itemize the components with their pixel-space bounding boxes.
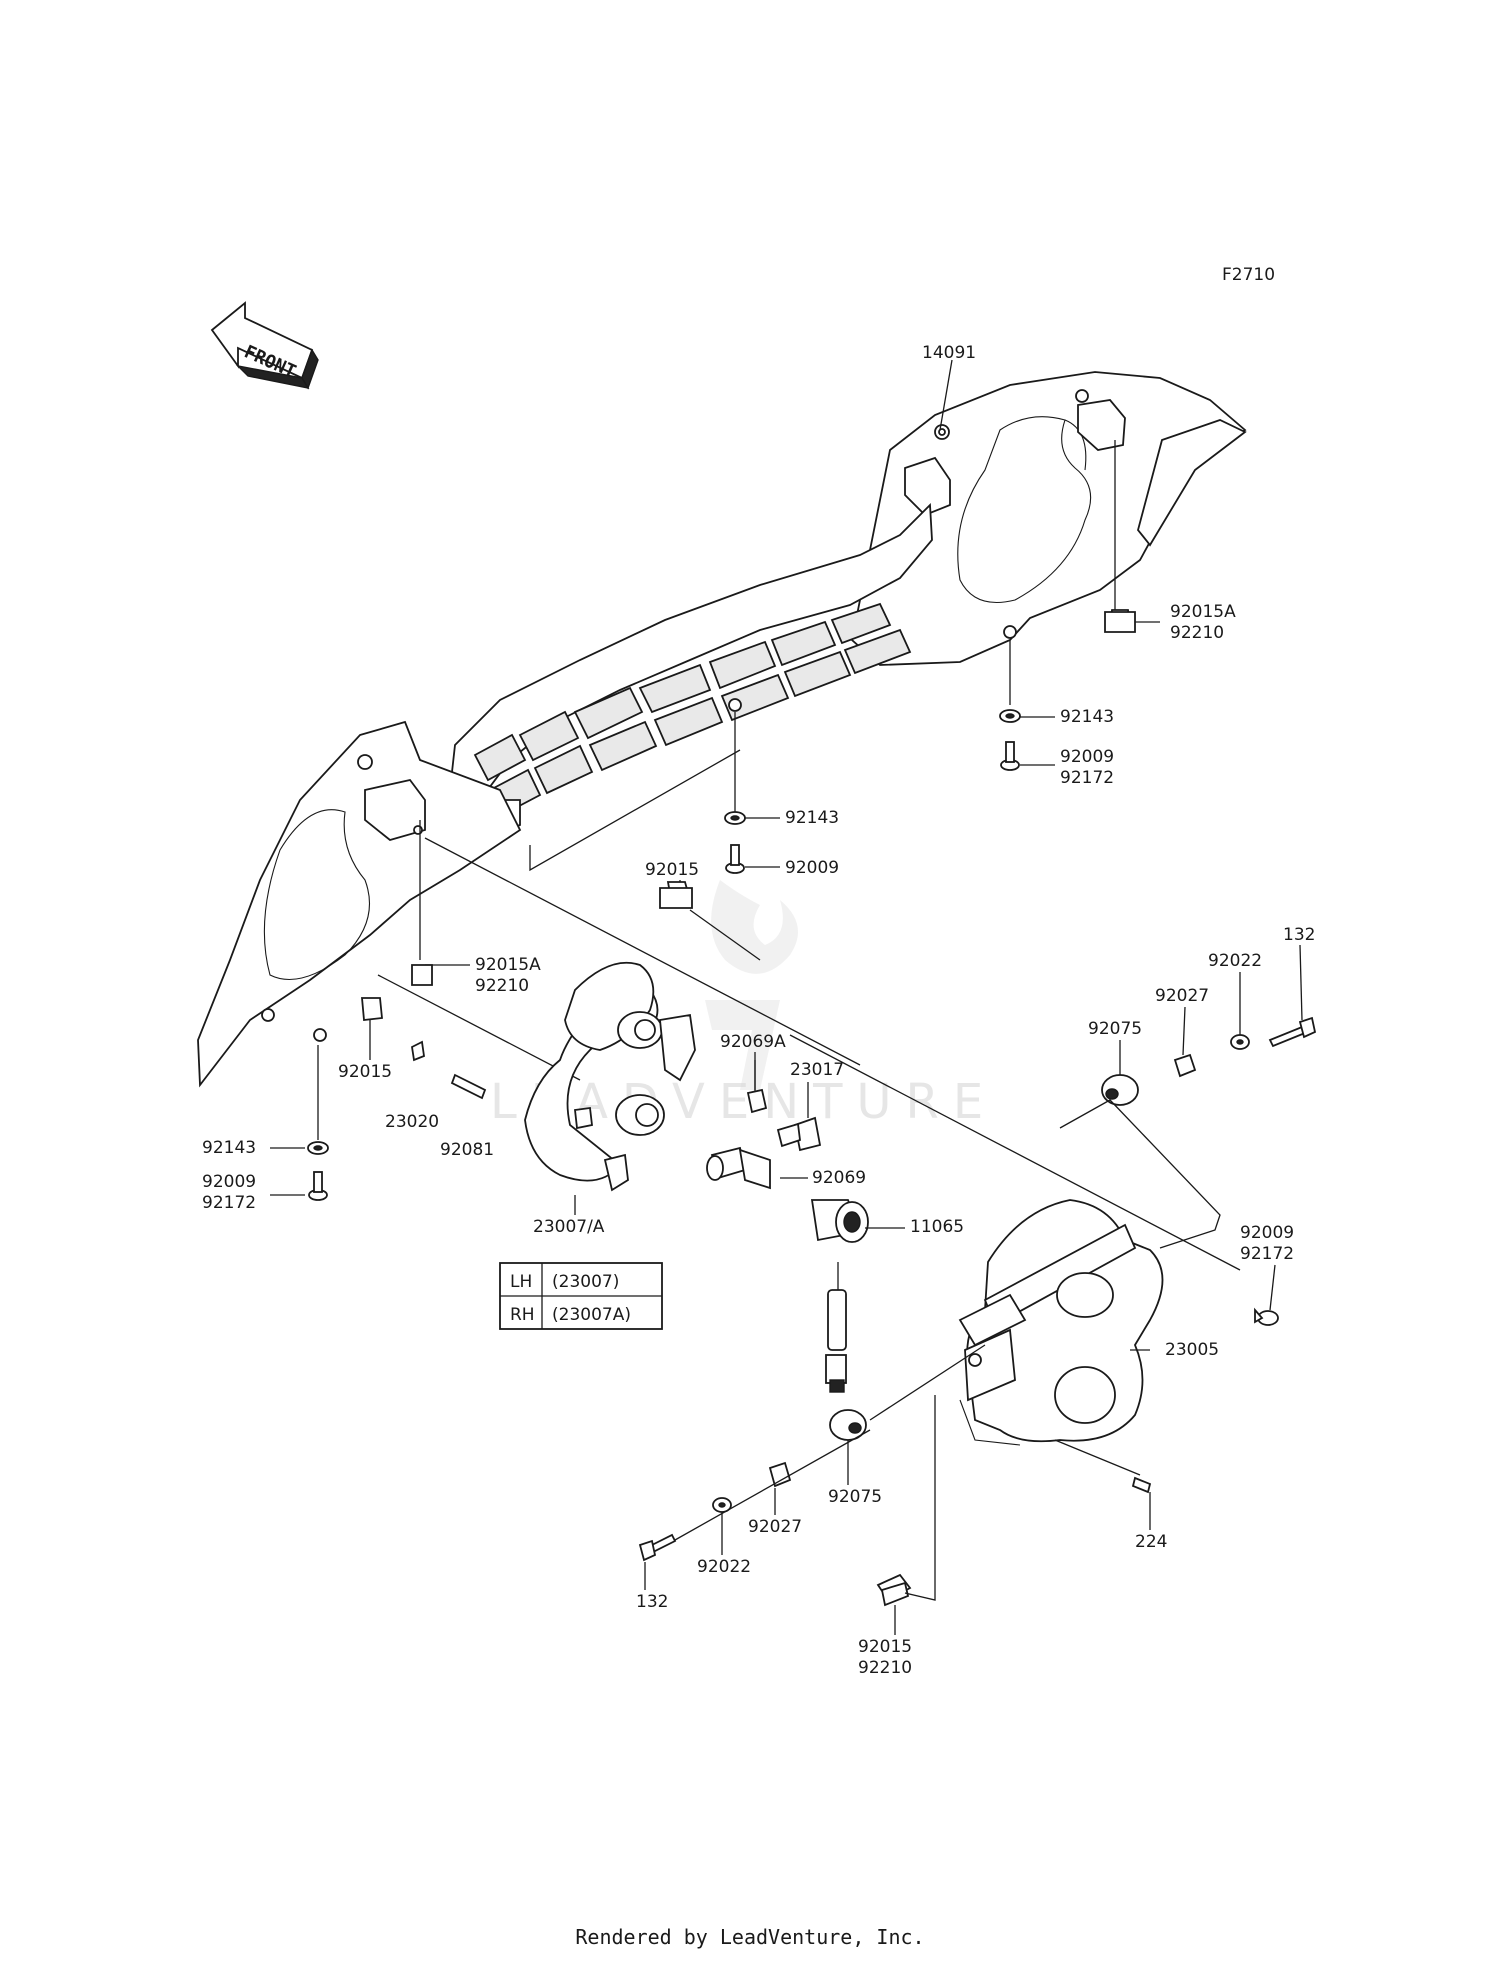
label-92172-left: 92172 bbox=[202, 1193, 256, 1213]
label-132-right: 132 bbox=[1283, 925, 1315, 945]
legend-side-rh: RH bbox=[510, 1305, 535, 1325]
label-92172-far-right: 92172 bbox=[1240, 1244, 1294, 1264]
legend-code-rh: (23007A) bbox=[552, 1305, 631, 1325]
legend-side-lh: LH bbox=[510, 1272, 532, 1292]
label-92015-left: 92015 bbox=[338, 1062, 392, 1082]
leader-lines-upper bbox=[270, 359, 1241, 1271]
label-92009-far-right: 92009 bbox=[1240, 1223, 1294, 1243]
part-labels: 14091 92015A 92210 92143 92009 92172 921… bbox=[202, 343, 1315, 1678]
label-92081: 92081 bbox=[440, 1140, 494, 1160]
headlight-unit-23007 bbox=[524, 961, 696, 1192]
label-92015A-left: 92015A bbox=[475, 955, 541, 975]
label-11065: 11065 bbox=[910, 1217, 964, 1237]
label-92022-bottom: 92022 bbox=[697, 1557, 751, 1577]
label-92143-left: 92143 bbox=[202, 1138, 256, 1158]
footer-credit: Rendered by LeadVenture, Inc. bbox=[575, 1925, 925, 1949]
label-92027-right: 92027 bbox=[1155, 986, 1209, 1006]
label-92210-bottom: 92210 bbox=[858, 1658, 912, 1678]
label-92075-right: 92075 bbox=[1088, 1019, 1142, 1039]
label-92069A: 92069A bbox=[720, 1032, 786, 1052]
lh-rh-legend bbox=[499, 1262, 663, 1330]
watermark-text: LEADVENTURE bbox=[490, 1074, 997, 1130]
label-92143-right: 92143 bbox=[1060, 707, 1114, 727]
headlight-housing-23005 bbox=[958, 1199, 1164, 1446]
label-92210-right: 92210 bbox=[1170, 623, 1224, 643]
label-92069: 92069 bbox=[812, 1168, 866, 1188]
fasteners-upper bbox=[307, 609, 1136, 1201]
bulb-and-socket-parts bbox=[706, 1088, 869, 1393]
label-92015A-right: 92015A bbox=[1170, 602, 1236, 622]
leader-lines-lower bbox=[574, 944, 1303, 1635]
label-14091: 14091 bbox=[922, 343, 976, 363]
label-92075-bottom: 92075 bbox=[828, 1487, 882, 1507]
label-92009-right: 92009 bbox=[1060, 747, 1114, 767]
figure-code: F2710 bbox=[1222, 265, 1275, 285]
label-132-bottom: 132 bbox=[636, 1592, 668, 1612]
headlight-cover-14091 bbox=[197, 371, 1247, 1088]
label-92143-center: 92143 bbox=[785, 808, 839, 828]
fasteners-bottom bbox=[638, 1344, 1152, 1607]
legend-code-lh: (23007) bbox=[552, 1272, 619, 1292]
label-23017: 23017 bbox=[790, 1060, 844, 1080]
label-92027-bottom: 92027 bbox=[748, 1517, 802, 1537]
label-92210-left: 92210 bbox=[475, 976, 529, 996]
front-arrow-icon: FRONT bbox=[210, 301, 319, 390]
watermark-logo bbox=[705, 880, 798, 1090]
label-92009-center: 92009 bbox=[785, 858, 839, 878]
label-224: 224 bbox=[1135, 1532, 1167, 1552]
label-92022-right: 92022 bbox=[1208, 951, 1262, 971]
label-23007A: 23007/A bbox=[533, 1217, 605, 1237]
label-92015-center: 92015 bbox=[645, 860, 699, 880]
label-92172-right: 92172 bbox=[1060, 768, 1114, 788]
label-92015-bottom: 92015 bbox=[858, 1637, 912, 1657]
label-92009-left: 92009 bbox=[202, 1172, 256, 1192]
label-23020: 23020 bbox=[385, 1112, 439, 1132]
fasteners-right bbox=[1059, 1016, 1317, 1326]
label-23005: 23005 bbox=[1165, 1340, 1219, 1360]
